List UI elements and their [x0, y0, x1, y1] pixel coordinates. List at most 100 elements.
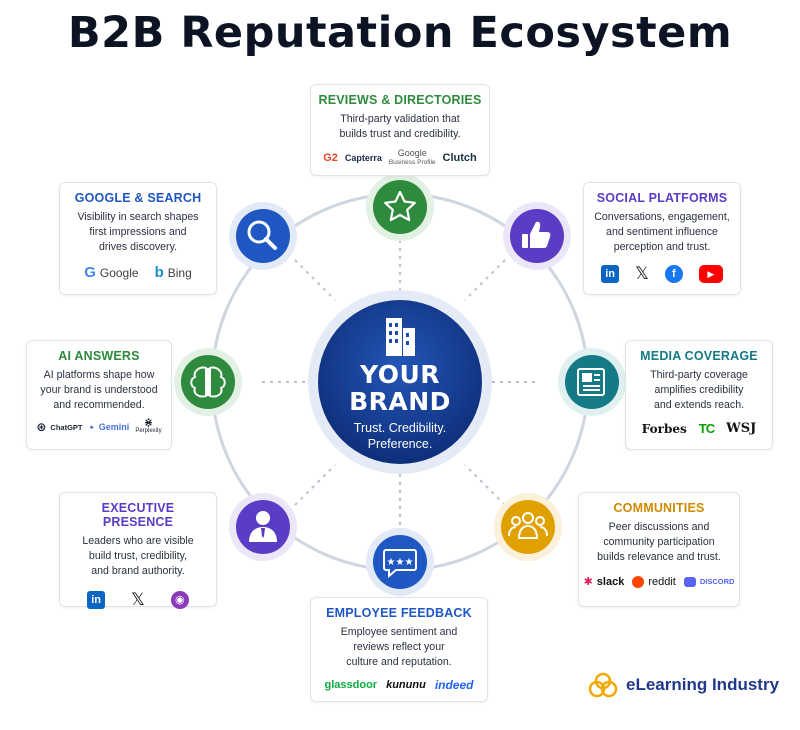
node-executive [229, 493, 297, 561]
kununu-logo: kununu [386, 679, 426, 691]
wsj-logo: WSJ [726, 421, 757, 436]
node-employee: ★★★ [366, 528, 434, 596]
desc-line: amplifies credibility [654, 384, 744, 396]
card-title: AI ANSWERS [58, 349, 140, 363]
card-title: MEDIA COVERAGE [640, 349, 758, 363]
g2-logo: G2 [323, 152, 338, 164]
card-desc: Third-party validation that builds trust… [317, 112, 483, 142]
desc-line: and sentiment influence [606, 226, 718, 238]
logo-row: glassdoor kununu indeed [317, 678, 481, 692]
logo-word: reddit [648, 575, 676, 588]
desc-line: Third-party validation that [340, 113, 460, 125]
bing-b-icon: b [154, 264, 164, 281]
card-google: GOOGLE & SEARCH Visibility in search sha… [59, 182, 217, 295]
card-title: EMPLOYEE FEEDBACK [326, 606, 472, 620]
page-title: B2B Reputation Ecosystem [67, 8, 733, 58]
desc-line: Visibility in search shapes [77, 211, 199, 223]
google-g-icon: G [84, 264, 96, 281]
card-desc: Peer discussions and community participa… [585, 520, 733, 565]
thumbs-up-icon [522, 221, 551, 248]
logo-row: Forbes TC WSJ [632, 421, 766, 436]
logo-word: DISCORD [699, 577, 735, 586]
logo-word: Gemini [98, 422, 130, 432]
card-desc: Visibility in search shapes first impres… [66, 210, 210, 255]
discord-logo: DISCORD [683, 576, 735, 587]
logo-word: Perplexity [135, 428, 162, 434]
brain-icon [190, 366, 226, 398]
desc-line: builds trust and credibility. [339, 128, 461, 140]
card-desc: Leaders who are visible build trust, cre… [66, 534, 210, 579]
elearning-industry-logo: eLearning Industry [588, 672, 779, 698]
building-icon [386, 318, 415, 356]
logo-word: Bing [167, 265, 192, 280]
community-icon [508, 512, 548, 539]
spokes [262, 232, 538, 532]
card-title: REVIEWS & DIRECTORIES [318, 93, 482, 107]
logo-sub: Business Profile [388, 159, 436, 166]
google-business-profile-logo: Google Business Profile [389, 149, 436, 167]
logo-word: Google [99, 265, 139, 280]
chat-rating-icon: ★★★ [383, 549, 417, 579]
forbes-logo: Forbes [641, 421, 687, 436]
chatgpt-logo: ⊛ChatGPT [36, 420, 82, 434]
footer-brand-text: eLearning Industry [626, 675, 780, 694]
youtube-icon: ▶ [698, 265, 723, 283]
x-icon: 𝕏 [131, 590, 145, 609]
logo-row: ✱slack reddit DISCORD [584, 575, 735, 589]
node-reviews [366, 173, 434, 241]
node-ai [174, 348, 242, 416]
desc-line: community participation [603, 536, 715, 548]
card-title: COMMUNITIES [613, 501, 705, 515]
gemini-logo: ✦Gemini [89, 422, 130, 432]
logo-row: ⊛ChatGPT ✦Gemini ⋇Perplexity [33, 418, 165, 435]
desc-line: Third-party coverage [650, 369, 748, 381]
glassdoor-logo: glassdoor [324, 679, 378, 691]
card-desc: AI platforms shape how your brand is und… [33, 368, 165, 413]
linkedin-icon: in [87, 591, 106, 609]
clutch-logo: Clutch [442, 152, 477, 164]
brand-tagline-2: Preference. [367, 437, 433, 451]
slack-logo: ✱slack [584, 575, 625, 589]
desc-line: reviews reflect your [353, 641, 445, 653]
x-icon: 𝕏 [635, 264, 649, 283]
search-icon [247, 220, 271, 244]
podcast-icon: ◉ [170, 591, 189, 609]
card-desc: Conversations, engagement, and sentiment… [590, 210, 734, 255]
card-desc: Third-party coverage amplifies credibili… [632, 368, 766, 413]
logo-word: Google [397, 148, 427, 158]
brand-line-2: BRAND [349, 387, 451, 416]
svg-text:★★★: ★★★ [387, 557, 414, 568]
node-social [503, 202, 571, 270]
desc-line: first impressions and [89, 226, 187, 238]
card-desc: Employee sentiment and reviews reflect y… [317, 625, 481, 670]
discord-icon [683, 576, 696, 587]
perplexity-logo: ⋇Perplexity [135, 418, 162, 435]
logo-word: slack [596, 575, 625, 588]
card-employee: EMPLOYEE FEEDBACK Employee sentiment and… [310, 597, 488, 702]
card-title: SOCIAL PLATFORMS [596, 191, 728, 205]
desc-line: Employee sentiment and [340, 626, 458, 638]
card-communities: COMMUNITIES Peer discussions and communi… [578, 492, 740, 607]
techcrunch-logo: TC [698, 421, 715, 436]
reddit-logo: reddit [632, 575, 676, 588]
desc-line: Peer discussions and [608, 521, 710, 533]
reddit-icon [632, 575, 645, 588]
card-title: GOOGLE & SEARCH [74, 191, 202, 205]
desc-line: and extends reach. [653, 399, 745, 411]
logo-row: in 𝕏 f ▶ [590, 264, 734, 284]
logo-word: ChatGPT [50, 422, 83, 432]
newspaper-icon [577, 368, 605, 396]
desc-line: builds relevance and trust. [597, 551, 721, 563]
card-social: SOCIAL PLATFORMS Conversations, engageme… [583, 182, 741, 295]
desc-line: your brand is understood [40, 384, 158, 396]
elearning-rings-icon [588, 672, 618, 698]
desc-line: and brand authority. [91, 565, 185, 577]
logo-row: G2 Capterra Google Business Profile Clut… [317, 149, 483, 167]
desc-line: AI platforms shape how [43, 369, 155, 381]
node-google [229, 202, 297, 270]
logo-row: in 𝕏 ◉ [66, 590, 210, 610]
